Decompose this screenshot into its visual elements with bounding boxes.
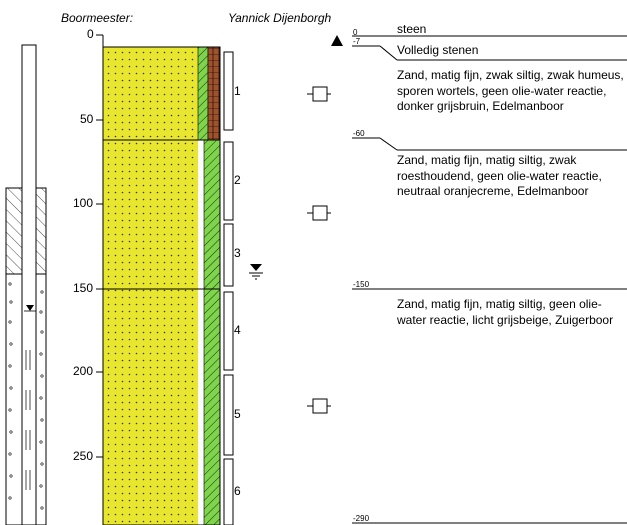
depth-tick: 200 (73, 364, 94, 378)
sample-boxes (223, 51, 234, 525)
depth-tick: 150 (73, 281, 94, 295)
layer-depth-label: -290 (353, 514, 370, 523)
sample-number: 4 (234, 323, 241, 337)
depth-tick: 250 (73, 449, 94, 463)
layer-depth-label: -7 (353, 37, 361, 46)
well-schematic (5, 44, 47, 525)
layer-description: Zand, matig fijn, zwak siltig, zwak hume… (397, 68, 624, 113)
layer-description: Zand, matig fijn, matig siltig, zwak roe… (397, 153, 602, 198)
depth-axis (96, 34, 104, 525)
surface-marker-icon (331, 35, 343, 46)
depth-tick: 100 (73, 196, 94, 210)
layer-description: Zand, matig fijn, matig siltig, geen oli… (397, 297, 614, 327)
layer-description: steen (397, 22, 427, 36)
layer-boundaries (352, 35, 627, 524)
layer-depth-label: -60 (353, 129, 365, 138)
groundwater-level-icon (249, 264, 263, 280)
sample-number: 3 (234, 246, 241, 260)
sample-number: 6 (234, 484, 241, 498)
depth-tick: 50 (80, 112, 94, 126)
depth-tick: 0 (87, 27, 94, 41)
sample-number: 2 (234, 173, 241, 187)
drill-master-label: Boormeester: (61, 11, 134, 25)
sample-number: 1 (234, 84, 241, 98)
soil-column (102, 46, 221, 525)
sample-number: 5 (234, 407, 241, 421)
layer-depth-label: 0 (353, 28, 358, 37)
drill-master-name: Yannick Dijenborgh (228, 11, 332, 25)
layer-depth-label: -150 (353, 280, 370, 289)
environmental-sample-markers (307, 86, 331, 414)
well-water-level-icon (26, 305, 34, 311)
layer-description: Volledig stenen (397, 43, 479, 57)
